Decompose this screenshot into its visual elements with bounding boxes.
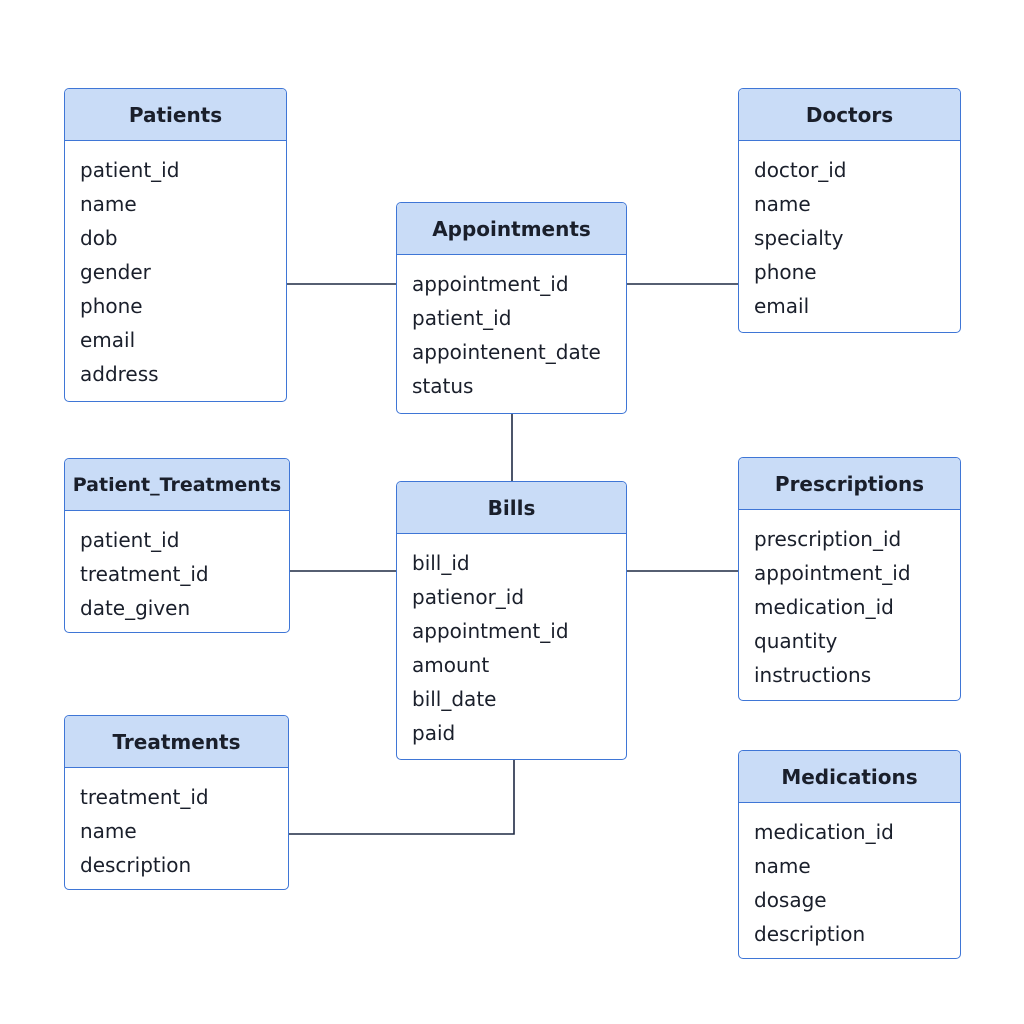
field: date_given	[80, 596, 191, 620]
field: gender	[80, 260, 151, 284]
field: specialty	[754, 226, 844, 250]
field: patienor_id	[412, 585, 525, 609]
entity-title: Bills	[397, 482, 626, 534]
field: doctor_id	[754, 158, 847, 182]
entity-title: Patients	[65, 89, 286, 141]
field: description	[754, 922, 866, 946]
field: instructions	[754, 663, 872, 687]
field-list: treatment_id name description	[65, 768, 288, 882]
field: appointment_id	[412, 272, 569, 296]
entity-patient-treatments: Patient_Treatments patient_id treatment_…	[64, 458, 290, 633]
field: description	[80, 853, 192, 877]
field: medication_id	[754, 595, 894, 619]
field: address	[80, 362, 159, 386]
field: name	[754, 192, 811, 216]
entity-title: Prescriptions	[739, 458, 960, 510]
field: status	[412, 374, 474, 398]
field: appointment_id	[754, 561, 911, 585]
entity-title: Medications	[739, 751, 960, 803]
entity-doctors: Doctors doctor_id name specialty phone e…	[738, 88, 961, 333]
connector-treatments-bills	[289, 760, 515, 835]
field: dob	[80, 226, 118, 250]
entity-medications: Medications medication_id name dosage de…	[738, 750, 961, 959]
entity-prescriptions: Prescriptions prescription_id appointmen…	[738, 457, 961, 701]
field-list: prescription_id appointment_id medicatio…	[739, 510, 960, 692]
entity-title: Patient_Treatments	[65, 459, 289, 511]
field: bill_date	[412, 687, 497, 711]
field: appointment_id	[412, 619, 569, 643]
field: amount	[412, 653, 490, 677]
field: dosage	[754, 888, 827, 912]
field-list: doctor_id name specialty phone email	[739, 141, 960, 323]
field: email	[754, 294, 810, 318]
field: bill_id	[412, 551, 470, 575]
field-list: appointment_id patient_id appointenent_d…	[397, 255, 626, 403]
field: patient_id	[412, 306, 512, 330]
field: treatment_id	[80, 785, 209, 809]
field: name	[754, 854, 811, 878]
entity-title: Doctors	[739, 89, 960, 141]
entity-title: Appointments	[397, 203, 626, 255]
field: quantity	[754, 629, 838, 653]
field-list: medication_id name dosage description	[739, 803, 960, 951]
entity-patients: Patients patient_id name dob gender phon…	[64, 88, 287, 402]
field: medication_id	[754, 820, 894, 844]
field: phone	[754, 260, 817, 284]
field-list: bill_id patienor_id appointment_id amoun…	[397, 534, 626, 750]
entity-treatments: Treatments treatment_id name description	[64, 715, 289, 890]
field-list: patient_id name dob gender phone email a…	[65, 141, 286, 391]
field: name	[80, 192, 137, 216]
field: patient_id	[80, 158, 180, 182]
entity-bills: Bills bill_id patienor_id appointment_id…	[396, 481, 627, 760]
field: patient_id	[80, 528, 180, 552]
field: prescription_id	[754, 527, 902, 551]
field: appointenent_date	[412, 340, 601, 364]
field: phone	[80, 294, 143, 318]
entity-title: Treatments	[65, 716, 288, 768]
field: email	[80, 328, 136, 352]
field: treatment_id	[80, 562, 209, 586]
entity-appointments: Appointments appointment_id patient_id a…	[396, 202, 627, 414]
field: paid	[412, 721, 456, 745]
field: name	[80, 819, 137, 843]
field-list: patient_id treatment_id date_given	[65, 511, 289, 625]
